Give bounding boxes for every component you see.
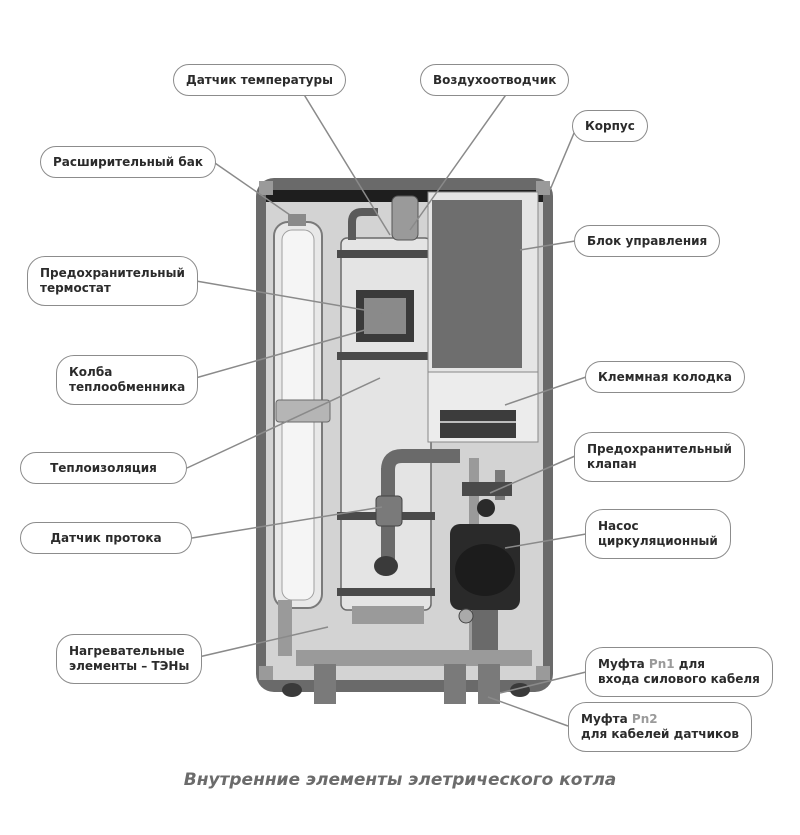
- leader-lines: [186, 87, 587, 727]
- leader-insulation: [186, 377, 381, 469]
- label-text: Датчик температуры: [186, 72, 333, 87]
- label-heating-elements: Нагревательные элементы – ТЭНы: [56, 634, 203, 684]
- label-terminal-block: Клеммная колодка: [585, 361, 745, 393]
- boiler-illustration: [256, 178, 553, 704]
- label-housing: Корпус: [572, 110, 648, 142]
- leader-heating-elements: [189, 626, 329, 660]
- label-text: Теплоизоляция: [50, 460, 157, 475]
- label-text: циркуляционный: [598, 534, 718, 548]
- corner-bracket: [259, 666, 273, 680]
- leader-coupling-pn1: [499, 671, 587, 694]
- label-text-part: Муфта: [598, 657, 649, 671]
- label-safety-valve: Предохранительный клапан: [574, 432, 745, 482]
- label-text: Клеммная колодка: [598, 369, 732, 384]
- coupling-code: Pn1: [648, 657, 675, 671]
- label-text: Расширительный бак: [53, 154, 203, 169]
- label-text: клапан: [587, 457, 637, 471]
- label-text: Предохранительный: [587, 442, 732, 456]
- leader-temp-sensor: [299, 87, 391, 236]
- diagram-caption: Внутренние элементы элетрического котла: [183, 770, 617, 790]
- label-text: Датчик протока: [50, 530, 162, 545]
- label-text: Корпус: [585, 118, 635, 133]
- label-text: Блок управления: [587, 233, 708, 248]
- label-flow-sensor: Датчик протока: [20, 522, 192, 554]
- label-text: элементы – ТЭНы: [69, 659, 190, 673]
- bottom-fittings: [282, 650, 532, 704]
- label-text: Колба: [69, 365, 113, 379]
- label-safety-thermostat: Предохранительный термостат: [27, 256, 198, 306]
- leader-coupling-pn2: [487, 696, 569, 727]
- label-text: Предохранительный: [40, 266, 185, 280]
- label-heat-exchanger: Колба теплообменника: [56, 355, 199, 405]
- label-text-part: для: [674, 657, 705, 671]
- label-expansion-tank: Расширительный бак: [40, 146, 216, 178]
- leader-terminal-block: [504, 376, 587, 406]
- expansion-tank-shape: [273, 214, 331, 656]
- label-insulation: Теплоизоляция: [20, 452, 187, 484]
- leader-air-vent: [409, 88, 511, 231]
- corner-bracket: [536, 181, 550, 195]
- label-text: Муфта Pn2: [581, 712, 739, 727]
- label-text: Нагревательные: [69, 644, 185, 658]
- label-text-part: Муфта: [581, 712, 632, 726]
- corner-bracket: [259, 181, 273, 195]
- label-text: Насос: [598, 519, 639, 533]
- coupling-code: Pn2: [631, 712, 658, 726]
- leader-flow-sensor: [191, 506, 383, 539]
- leader-pump: [504, 533, 587, 549]
- label-text: Воздухоотводчик: [433, 72, 557, 87]
- label-air-vent: Воздухоотводчик: [420, 64, 570, 96]
- leader-safety-thermostat: [195, 280, 383, 314]
- leader-safety-valve: [489, 455, 576, 494]
- corner-bracket: [536, 666, 550, 680]
- label-pump: Насос циркуляционный: [585, 509, 731, 559]
- label-text: термостат: [40, 281, 111, 295]
- control-unit-shape: [427, 191, 539, 443]
- leader-expansion-tank: [211, 160, 291, 216]
- pump-shape: [450, 458, 520, 658]
- label-control-unit: Блок управления: [574, 225, 721, 257]
- label-text: Муфта Pn1 для: [598, 657, 760, 672]
- leader-heat-exchanger: [191, 327, 373, 380]
- leader-control-unit: [519, 240, 576, 251]
- label-text: входа силового кабеля: [598, 672, 760, 686]
- label-coupling-pn2: Муфта Pn2 для кабелей датчиков: [568, 702, 753, 752]
- label-text: теплообменника: [69, 380, 186, 394]
- leader-housing: [549, 125, 578, 191]
- label-text: для кабелей датчиков: [581, 727, 740, 741]
- label-temperature-sensor: Датчик температуры: [173, 64, 346, 96]
- label-coupling-pn1: Муфта Pn1 для входа силового кабеля: [585, 647, 773, 697]
